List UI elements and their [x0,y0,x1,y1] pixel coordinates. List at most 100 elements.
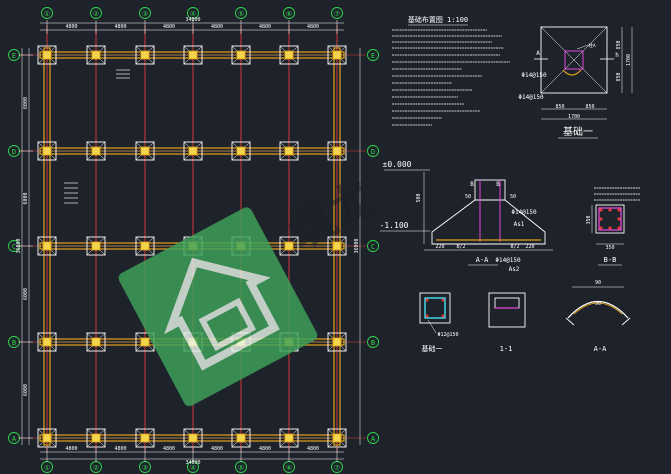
footing-pad [327,236,347,256]
footing-pad [37,236,57,256]
rebar-spec-a: Φ14@150 [521,72,547,79]
axis-label-row: C [371,243,375,251]
dim-bottom: 4800 [65,446,77,452]
rebar-dot [617,217,621,221]
column-box [188,433,198,443]
footing-pad [86,141,106,161]
column-box [236,433,246,443]
dim-220: 220 [525,244,534,250]
rebar-dot [441,298,445,302]
axis-label-col: ② [93,464,99,472]
arch-leg [565,317,575,326]
rebar-dot [617,226,621,230]
axis-bubble-col [139,7,151,19]
dim-50: 50 [465,194,471,200]
dim-top: 4800 [163,24,175,30]
column-box [42,241,52,251]
axis-bubble-col [41,7,53,19]
column-box [284,146,294,156]
dim-top-total: 34800 [185,17,200,23]
dim-bottom-total: 34800 [185,460,200,466]
dim-1700: 1700 [568,114,580,120]
column-box [42,433,52,443]
footing-pad [183,428,203,448]
column-box [188,146,198,156]
rebar-dot [441,314,445,318]
rebar-dot [599,217,603,221]
dim-left-total: 36000 [16,238,22,253]
footing-pad [86,45,106,65]
axis-label-col: ② [93,10,99,18]
column-box [42,50,52,60]
axis-bubble-row [367,336,379,348]
watermark-logo-tile [118,207,318,407]
beam-stirrup [424,297,446,319]
notes-title: 基础布置图 1:100 [408,15,468,24]
dim-top: 4800 [65,24,77,30]
axis-label-col: ⑤ [238,464,244,472]
column-box [188,50,198,60]
axis-label-col: ① [44,464,50,472]
section-caption: A-A [476,256,489,264]
footing-detail-diag [540,26,608,94]
footing-pad [231,141,251,161]
rebar-dot [599,208,603,212]
column-section [595,204,625,234]
axis-label-col: ① [44,10,50,18]
axis-bubble-col [90,7,102,19]
dim-left: 6000 [23,97,29,109]
callout-label: 柱A [588,42,595,49]
detail-caption: 基础一 [563,125,593,138]
dim-50: 50 [510,194,516,200]
dim-90: 90 [595,301,601,307]
footing-pad [86,332,106,352]
mark-b: B [496,181,500,188]
column-box [140,50,150,60]
column-box [140,433,150,443]
dim-top: 4800 [114,24,126,30]
axis-bubble-col [235,7,247,19]
dim-top: 4800 [211,24,223,30]
column-box [332,241,342,251]
dim-500: 500 [416,193,422,202]
dim-850: 850 [585,104,594,110]
axis-label-row: B [371,339,375,347]
column-stub [474,179,506,201]
axis-label-col: ⑥ [286,464,292,472]
footing-pad [37,141,57,161]
column-box [140,337,150,347]
footing-pad [37,332,57,352]
footing-detail-rebar [562,69,582,76]
axis-label-row: A [371,435,376,443]
column-box [332,146,342,156]
dim-350: 350 [605,245,614,251]
watermark: 筑龙 [118,169,386,407]
axis-label-row: D [371,148,375,156]
axis-label-row: E [371,52,375,60]
dim-b2: B/2 [456,244,465,250]
axis-label-row: C [12,243,16,251]
rebar-dot [425,314,429,318]
dim-bottom: 4800 [163,446,175,452]
column-box [284,433,294,443]
axis-label-col: ④ [190,464,196,472]
column-box [42,146,52,156]
footing-section-profile [431,199,546,245]
rebar-dot [608,208,612,212]
column-box [91,146,101,156]
arch-rebar [573,302,623,315]
column-box [332,50,342,60]
axis-bubble-row [367,49,379,61]
footing-pad [183,45,203,65]
footing-pad [135,45,155,65]
footing-pad [327,45,347,65]
section-caption: 基础一 [422,344,443,353]
dim-bottom: 4800 [211,446,223,452]
leader [427,319,437,334]
dim-350: 350 [586,215,592,224]
footing-pad [279,45,299,65]
column-box [332,337,342,347]
dim-top: 4800 [259,24,271,30]
section-1-1-inner [494,297,520,309]
column-box [91,337,101,347]
